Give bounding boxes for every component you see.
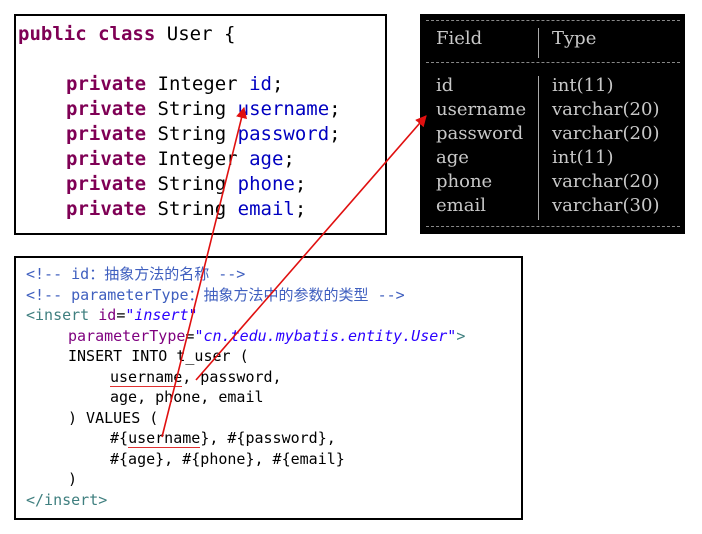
column-username: username <box>110 367 183 387</box>
table-bottom-rule <box>426 226 680 227</box>
row-username-field: username <box>436 99 527 120</box>
class-header: public class User { <box>18 23 236 45</box>
table-header-rule <box>426 62 680 63</box>
table-body-divider <box>538 76 539 220</box>
row-age-type: int(11) <box>552 147 614 168</box>
sql-columns-2: age, phone, email <box>110 388 264 406</box>
row-id-type: int(11) <box>552 75 614 96</box>
field-email: private String email; <box>66 198 307 220</box>
sql-close-paren: ) <box>68 470 78 488</box>
db-table-panel: Field Type id int(11) username varchar(2… <box>420 14 685 234</box>
java-class-panel: public class User { private Integer id; … <box>14 14 387 235</box>
sql-columns-1: username, password, <box>110 367 282 387</box>
row-phone-field: phone <box>436 171 493 192</box>
row-phone-type: varchar(20) <box>552 171 660 192</box>
header-type: Type <box>552 28 597 49</box>
sql-params-2: #{age}, #{phone}, #{email} <box>110 449 345 468</box>
row-email-field: email <box>436 195 486 216</box>
field-phone: private String phone; <box>66 173 307 195</box>
xml-mapper-panel: <!-- id：抽象方法的名称 --> <!-- parameterType：抽… <box>14 256 523 520</box>
row-password-type: varchar(20) <box>552 123 660 144</box>
row-password-field: password <box>436 123 524 144</box>
field-username: private String username; <box>66 98 341 120</box>
sql-insert-into: INSERT INTO t_user ( <box>68 347 249 365</box>
row-id-field: id <box>436 75 454 96</box>
header-field: Field <box>436 28 483 49</box>
row-username-type: varchar(20) <box>552 99 660 120</box>
row-email-type: varchar(30) <box>552 195 660 216</box>
row-age-field: age <box>436 147 469 168</box>
xml-insert-close: </insert> <box>26 490 108 509</box>
xml-parametertype-attr: parameterType="cn.tedu.mybatis.entity.Us… <box>68 326 466 345</box>
table-header-divider <box>538 28 539 58</box>
xml-comment-parametertype: <!-- parameterType：抽象方法中的参数的类型 --> <box>26 285 405 304</box>
xml-insert-open: <insert id="insert" <box>26 306 198 324</box>
sql-values: ) VALUES ( <box>68 408 159 427</box>
sql-params-1: #{username}, #{password}, <box>110 429 336 448</box>
table-top-rule <box>426 20 680 21</box>
param-username: username <box>128 429 201 448</box>
xml-comment-id: <!-- id：抽象方法的名称 --> <box>26 265 246 283</box>
field-age: private Integer age; <box>66 148 295 170</box>
field-id: private Integer id; <box>66 73 284 95</box>
field-password: private String password; <box>66 123 341 145</box>
